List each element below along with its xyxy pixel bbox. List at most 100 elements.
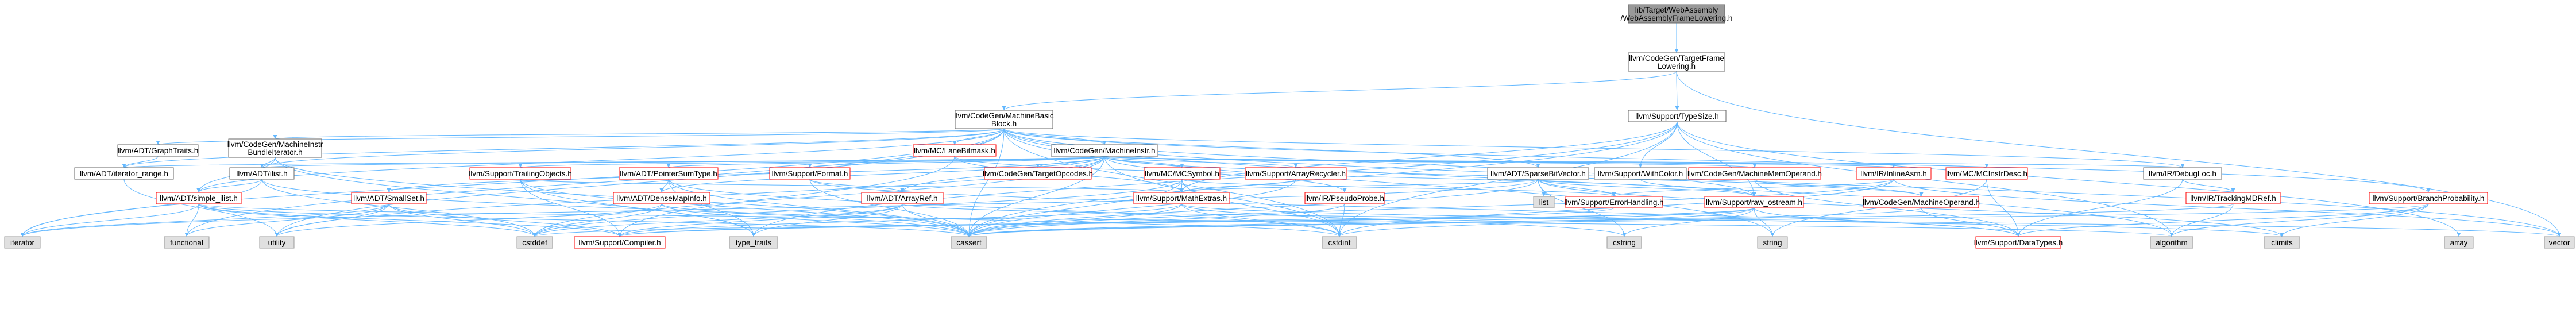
node-sparsebitvector[interactable]: llvm/ADT/SparseBitVector.h [1487,167,1589,180]
node-cstddef: cstddef [516,236,553,249]
node-label: list [1539,198,1549,207]
edge-mbb-to-itrange [122,128,1005,168]
edge-rawostream-to-cstring [1622,207,1755,237]
edge-machineinstr-to-cassert [967,156,1105,237]
node-label: functional [170,238,203,247]
node-memoperand[interactable]: llvm/CodeGen/MachineMemOperand.h [1687,167,1822,180]
edge-mathextras-to-compiler [617,203,1182,237]
node-simpleilist[interactable]: llvm/ADT/simple_ilist.h [156,192,242,204]
node-box [2264,236,2300,249]
node-label: Block.h [991,119,1017,128]
edge-arrayref-to-compiler [617,203,903,237]
node-box [1594,167,1687,180]
edge-branchprob-to-cassert [967,203,2429,237]
node-box [951,236,987,249]
edge-mbb-to-ilist [260,128,1005,168]
edge-sparsebitvector-to-iterator [20,179,1539,237]
node-machineinstr[interactable]: llvm/CodeGen/MachineInstr.h [1051,144,1158,157]
node-densemapinfo[interactable]: llvm/ADT/DenseMapInfo.h [613,192,710,204]
node-box [1975,236,2061,249]
edge-pointersumtype-to-cassert [668,179,971,237]
node-witcolor[interactable]: llvm/Support/WithColor.h [1594,167,1687,180]
edge-arrayref-to-cstddef [532,203,903,237]
node-box [1533,196,1555,208]
node-arrayref[interactable]: llvm/ADT/ArrayRef.h [861,192,944,204]
edge-densemapinfo-to-utility [275,203,662,237]
edge-machineinstr-to-format [808,156,1105,168]
node-mathextras[interactable]: llvm/Support/MathExtras.h [1133,192,1230,204]
node-format[interactable]: llvm/Support/Format.h [769,167,851,180]
node-list: list [1533,196,1555,208]
edge-pointersumtype-to-cstdint [668,179,1342,237]
edge-rawostream-to-cassert [967,207,1755,237]
node-label: llvm/IR/DebugLoc.h [2149,169,2216,178]
edge-simpleilist-to-cstddef [198,203,537,237]
node-box [2544,236,2575,249]
node-box [619,167,719,180]
node-label: llvm/CodeGen/TargetOpcodes.h [983,169,1093,178]
node-cstring: cstring [1606,236,1642,249]
node-label: llvm/CodeGen/MachineOperand.h [1863,198,1980,207]
node-branchprob[interactable]: llvm/Support/BranchProbability.h [2369,192,2488,204]
node-ilist[interactable]: llvm/ADT/ilist.h [229,167,295,180]
edge-itrange-to-utility [123,179,279,237]
node-machineoperand[interactable]: llvm/CodeGen/MachineOperand.h [1863,196,1980,208]
edge-typesize-to-witcolor [1638,121,1678,168]
node-typesize[interactable]: llvm/Support/TypeSize.h [1628,110,1727,122]
node-label: llvm/ADT/iterator_range.h [80,169,168,178]
node-inlineasm[interactable]: llvm/IR/InlineAsm.h [1856,167,1932,180]
node-pseudoprobe[interactable]: llvm/IR/PseudoProbe.h [1304,192,1385,204]
node-label: cassert [956,238,982,247]
edge-mbb-to-machineinstr [1003,128,1107,145]
node-mcinstrdesc[interactable]: llvm/MC/MCInstrDesc.h [1945,167,2028,180]
edge-machineinstr-to-pseudoprobe [1104,156,1347,193]
node-label: llvm/ADT/SparseBitVector.h [1490,169,1586,178]
edge-rawostream-to-cstdint [1337,207,1755,237]
node-targetopcodes[interactable]: llvm/CodeGen/TargetOpcodes.h [983,167,1093,180]
node-label: llvm/Support/Format.h [772,169,848,178]
node-box [613,192,710,204]
edge-sparsebitvector-to-rawostream [1538,179,1756,197]
node-box [1863,196,1979,208]
edge-branchprob-to-datatypes [2016,203,2429,237]
edge-format-to-arrayref [809,179,905,193]
edge-pseudoprobe-to-cassert [967,203,1345,237]
node-datatypes[interactable]: llvm/Support/DataTypes.h [1974,236,2063,249]
node-box [1133,192,1230,204]
node-box [574,236,666,249]
node-label: llvm/Support/ErrorHandling.h [1564,198,1663,207]
node-label: string [1763,238,1782,247]
edge-errorhandling-to-compiler [617,207,1615,237]
node-itrange[interactable]: llvm/ADT/iterator_range.h [74,167,174,180]
node-box [1628,110,1727,122]
node-trackingmdref[interactable]: llvm/IR/TrackingMDRef.h [2185,192,2281,204]
edge-mbb-to-string [1003,128,1775,237]
node-rawostream[interactable]: llvm/Support/raw_ostream.h [1704,196,1804,208]
node-arrayrecycler[interactable]: llvm/Support/ArrayRecycler.h [1245,167,1347,180]
node-label: llvm/CodeGen/MachineInstr.h [1053,146,1155,155]
edge-sparsebitvector-to-cassert [967,179,1539,237]
node-label: llvm/ADT/GraphTraits.h [118,146,199,155]
edge-densemapinfo-to-cstddef [532,203,662,237]
node-box [469,167,571,180]
node-errorhandling[interactable]: llvm/Support/ErrorHandling.h [1564,196,1664,208]
node-label: type_traits [736,238,772,247]
node-compiler[interactable]: llvm/Support/Compiler.h [574,236,666,249]
node-box [1945,167,2028,180]
node-box [729,236,778,249]
node-debugloc[interactable]: llvm/IR/DebugLoc.h [2143,167,2222,180]
node-trailingobjects[interactable]: llvm/Support/TrailingObjects.h [469,167,572,180]
graph-nodes: lib/Target/WebAssembly/WebAssemblyFrameL… [4,4,2575,249]
node-smallset[interactable]: llvm/ADT/SmallSet.h [351,192,427,204]
node-lanebitmask[interactable]: llvm/MC/LaneBitmask.h [913,144,997,157]
node-mcsymbol[interactable]: llvm/MC/MCSymbol.h [1144,167,1221,180]
edge-branchprob-to-algorithm [2169,203,2429,237]
node-pointersumtype[interactable]: llvm/ADT/PointerSumType.h [619,167,719,180]
edge-smallset-to-utility [275,203,389,237]
node-graphtraits[interactable]: llvm/ADT/GraphTraits.h [117,144,199,157]
node-root[interactable]: lib/Target/WebAssembly/WebAssemblyFrameL… [1621,4,1733,24]
node-mibi[interactable]: llvm/CodeGen/MachineInstrBundleIterator.… [227,138,323,158]
